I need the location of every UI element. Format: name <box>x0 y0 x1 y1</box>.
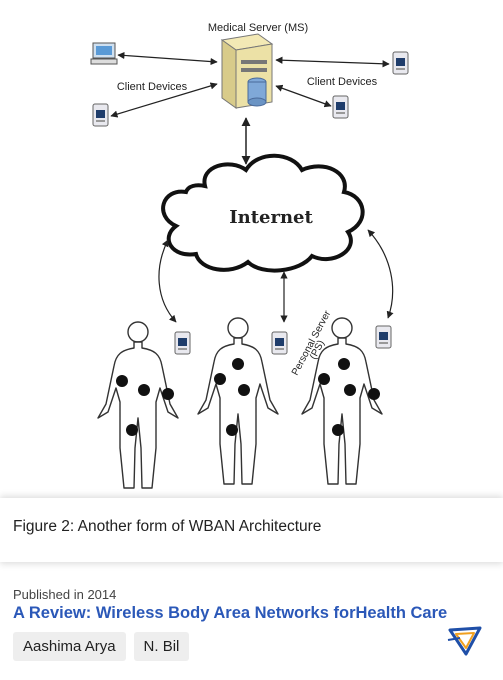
author-chip[interactable]: N. Bil <box>133 632 190 661</box>
patient-figure <box>197 317 279 485</box>
author-list: Aashima Arya N. Bil <box>13 632 190 661</box>
wban-diagram: Medical Server (MS) Client Devices Clien… <box>90 22 409 489</box>
internet-label: Internet <box>229 207 313 228</box>
publisher-logo-icon[interactable] <box>446 624 486 665</box>
client-devices-label-left: Client Devices <box>117 81 188 93</box>
client-device-icon <box>392 51 409 75</box>
computer-icon <box>90 42 118 65</box>
figure-image[interactable]: Medical Server (MS) Client Devices Clien… <box>0 0 503 498</box>
patient-figure <box>301 317 383 485</box>
client-devices-label-right: Client Devices <box>307 76 378 88</box>
medical-server-icon <box>220 33 274 109</box>
personal-server-device-icon <box>174 331 191 355</box>
client-device-icon <box>332 95 349 119</box>
publication-title-link[interactable]: A Review: Wireless Body Area Networks fo… <box>13 604 448 622</box>
personal-server-device-icon <box>271 331 288 355</box>
internet-cloud <box>161 153 365 273</box>
publication-date: Published in 2014 <box>13 587 117 602</box>
personal-server-device-icon <box>375 325 392 349</box>
client-device-icon <box>92 103 109 127</box>
caption-card: Figure 2: Another form of WBAN Architect… <box>0 498 503 562</box>
author-chip[interactable]: Aashima Arya <box>13 632 126 661</box>
server-label: Medical Server (MS) <box>208 22 308 34</box>
figure-caption: Figure 2: Another form of WBAN Architect… <box>13 518 322 535</box>
patient-figure <box>97 321 179 489</box>
